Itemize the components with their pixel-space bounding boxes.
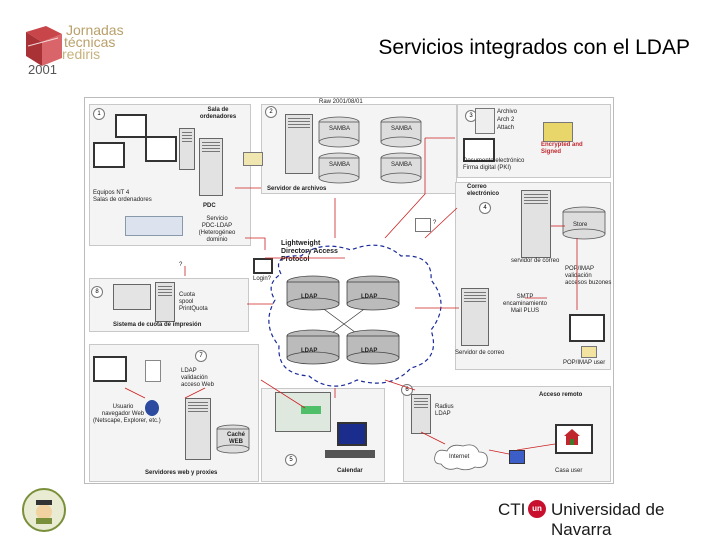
folder-icon [243, 152, 263, 166]
certificate-icon [543, 122, 573, 142]
panel-number: 1 [93, 108, 105, 120]
pc-monitor-icon [569, 314, 605, 342]
panel-number: 7 [195, 350, 207, 362]
attach-line: Arch 2 [497, 117, 515, 123]
smtp-server-icon [461, 288, 489, 346]
pdc-server-icon [199, 138, 223, 196]
web-server-icon [185, 398, 211, 460]
ldap-db-label: LDAP [361, 294, 378, 300]
panel-title: Correo electrónico [467, 184, 500, 197]
badge-figure-icon [36, 500, 52, 524]
samba-label: SAMBA [329, 162, 351, 168]
server-tower-icon [179, 128, 195, 170]
samba-storage-group [318, 116, 422, 184]
signature-label: Documento electrónico Firma digital (PKI… [463, 158, 525, 171]
radius-server-icon [411, 394, 431, 434]
mail-store-icon [562, 206, 606, 240]
samba-label: SAMBA [391, 126, 413, 132]
remote-label: Acceso remoto [539, 392, 583, 398]
panel-number: 8 [91, 286, 103, 298]
ldap-center-group [268, 244, 442, 387]
university-name: Universidad de Navarra [551, 500, 665, 539]
ldap-validation-label: LDAP validación acceso Web [181, 368, 214, 388]
raw-label: Raw 2001/08/01 [319, 99, 363, 105]
pc-monitor-icon [463, 138, 495, 162]
file-server-icon [285, 114, 313, 174]
panel-number: 5 [285, 454, 297, 466]
university-badge-icon: un [528, 500, 546, 518]
envelope-icon [581, 346, 597, 358]
pdc-desc: Servicio PDC-LDAP (Heterogéneo dominio [198, 216, 236, 243]
cache-label: Caché WEB [226, 432, 245, 445]
ldap-db-label: LDAP [301, 294, 318, 300]
printer-icon [113, 284, 151, 310]
samba-label: SAMBA [329, 126, 351, 132]
rediris-cube-icon [26, 26, 62, 66]
pop-imap-label: POP/IMAP validación accesos buzones [565, 266, 612, 286]
home-pc-icon [555, 424, 593, 454]
mail-server2-label: Servidor de correo [455, 350, 505, 356]
mail-server-label: servidor de correo [511, 258, 560, 264]
login-window-icon [125, 216, 183, 236]
pc-monitor-icon [93, 356, 127, 382]
panel-footer: Sistema de cuota de impresión [113, 322, 202, 328]
pc-monitor-icon [145, 136, 177, 162]
document-icon [475, 108, 495, 134]
logo-year: 2001 [28, 62, 57, 77]
attach-line: Attach [497, 125, 515, 131]
question-mark: ? [179, 262, 183, 268]
logo-line-3: rediris [62, 46, 101, 62]
samba-label: SAMBA [391, 162, 413, 168]
jornadas-tecnicas-logo: Jornadas técnicas rediris 2001 [18, 22, 128, 78]
quota-desc: Cuota spool PrintQuota [179, 292, 208, 312]
store-label: Store [573, 222, 588, 228]
pc-monitor-icon [93, 142, 125, 168]
radius-label: Radius LDAP [435, 404, 454, 417]
attach-line: Archivo [497, 109, 518, 115]
login-pc-icon [253, 258, 273, 274]
panel-footer: Servidores web y proxies [145, 470, 218, 476]
pdc-label: PDC [203, 203, 216, 209]
ldap-services-diagram: 1 Sala de ordenadores Equipos NT 4 Salas… [84, 97, 614, 484]
internet-label: Internet [449, 454, 470, 460]
panel-title: Sala de ordenadores [199, 107, 237, 120]
panel-number: 6 [401, 384, 413, 396]
question-mark: ? [433, 220, 437, 226]
home-label: Casa user [555, 468, 583, 474]
pop-user-label: POP/IMAP user [563, 360, 606, 366]
web-page-icon [145, 360, 161, 382]
logo-line-2: técnicas [64, 34, 116, 50]
pc-monitor-icon [115, 114, 147, 138]
connection-lines [124, 137, 578, 455]
browser-icon [145, 400, 159, 416]
panel-number: 4 [479, 202, 491, 214]
modem-icon [509, 450, 525, 464]
encrypted-label: Encrypted and Signed [541, 142, 583, 155]
ldap-db-label: LDAP [301, 348, 318, 354]
file-server-label: Servidor de archivos [267, 186, 327, 192]
internet-cloud-icon [434, 444, 488, 471]
print-server-icon [155, 282, 175, 322]
cache-disk-icon [216, 424, 250, 454]
calendar-label: Calendar [337, 468, 363, 474]
page-title: Servicios integrados con el LDAP [378, 36, 690, 59]
mail-server-icon [521, 190, 551, 258]
calendar-monitor-icon [337, 422, 367, 446]
user-card-icon [415, 218, 431, 232]
pc-label: Equipos NT 4 Salas de ordenadores [93, 190, 152, 203]
ldap-db-label: LDAP [361, 348, 378, 354]
logo-line-1: Jornadas [66, 22, 124, 38]
calendar-event-icon [301, 406, 321, 414]
ldap-title: Lightweight Directory Access Protocol [281, 240, 338, 263]
house-icon [564, 429, 580, 445]
cti-label: CTI [498, 500, 526, 519]
panel-number: 2 [265, 106, 277, 118]
keyboard-icon [325, 450, 375, 458]
smtp-label: SMTP encaminamiento Mail PLUS [502, 294, 548, 314]
login-label: Login? [253, 276, 272, 282]
diresan-badge-logo [22, 488, 66, 532]
